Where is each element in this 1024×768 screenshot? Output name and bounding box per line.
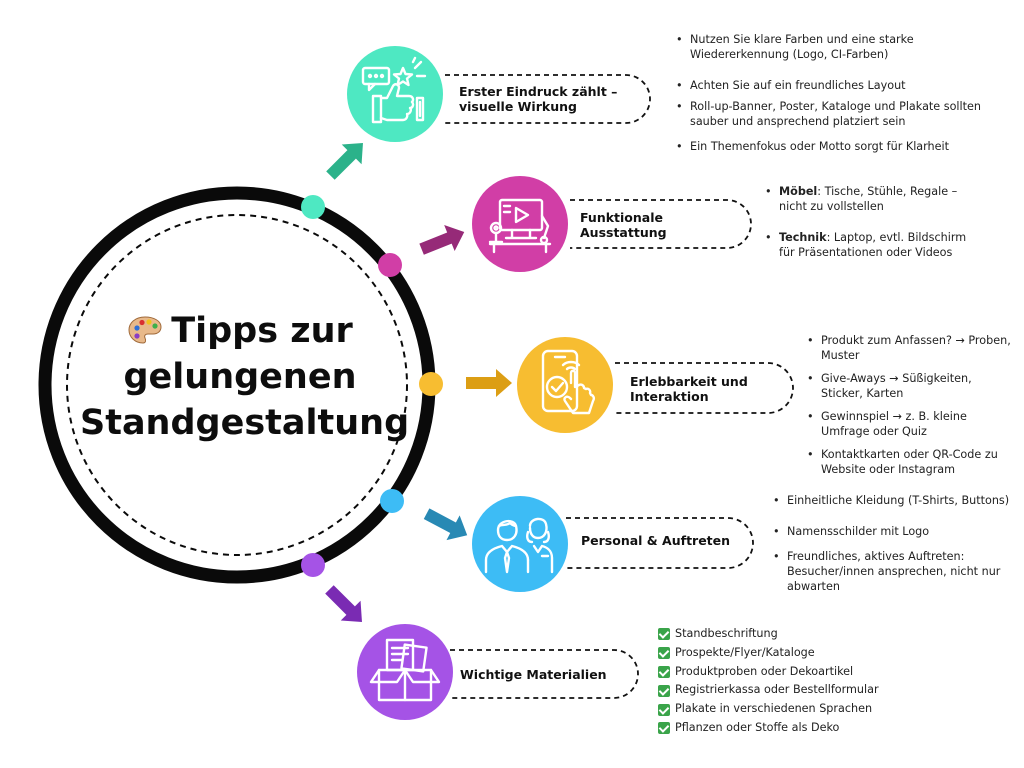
label-functional-equipment: Funktionale Ausstattung — [580, 210, 667, 240]
check-icon — [658, 665, 670, 678]
bullet-text: : Laptop, evtl. Bildschirm für Präsentat… — [779, 231, 967, 259]
dot-purple — [301, 553, 325, 577]
bullet-item: Gewinnspiel → z. B. kleine Umfrage oder … — [805, 409, 1015, 439]
bullet-text: : Tische, Stühle, Regale – nicht zu voll… — [779, 185, 958, 213]
palette-icon — [128, 316, 162, 344]
arrow-magenta — [419, 225, 465, 255]
check-icon — [658, 647, 670, 660]
checklist-item: Pflanzen oder Stoffe als Deko — [658, 719, 998, 738]
bullet-item: Ein Themenfokus oder Motto sorgt für Kla… — [674, 139, 1009, 154]
checklist-text: Pflanzen oder Stoffe als Deko — [675, 720, 840, 734]
check-icon — [658, 684, 670, 697]
title-line-3: Standgestaltung — [80, 403, 410, 443]
bullet-item: Kontaktkarten oder QR-Code zu Website od… — [805, 447, 1015, 477]
checklist-text: Produktproben oder Dekoartikel — [675, 664, 854, 678]
checklist-item: Registrierkassa oder Bestellformular — [658, 681, 998, 700]
materials-box-icon — [369, 638, 441, 702]
diagram-title: Tipps zur gelungenen Standgestaltung — [80, 308, 410, 446]
bullet-bold: Technik — [779, 231, 827, 244]
bullets-experience-interaction: Produkt zum Anfassen? → Proben, Muster G… — [805, 333, 1015, 489]
pill-yellow — [615, 362, 794, 414]
bullet-item: Nutzen Sie klare Farben und eine starke … — [674, 32, 1009, 62]
label-staff-appearance: Personal & Auftreten — [581, 533, 731, 548]
checklist-important-materials: Standbeschriftung Prospekte/Flyer/Katalo… — [658, 625, 998, 738]
bullets-visual-impact: Nutzen Sie klare Farben und eine starke … — [674, 32, 1009, 166]
dot-blue — [380, 489, 404, 513]
dot-magenta — [378, 253, 402, 277]
bullet-item: Produkt zum Anfassen? → Proben, Muster — [805, 333, 1015, 363]
checklist-text: Registrierkassa oder Bestellformular — [675, 683, 879, 697]
node-staff-appearance — [472, 496, 568, 592]
bullet-item: Technik: Laptop, evtl. Bildschirm für Pr… — [763, 230, 968, 260]
title-line-1: Tipps zur — [80, 308, 400, 354]
title-text-1: Tipps zur — [171, 311, 353, 351]
touch-phone-icon — [541, 349, 596, 415]
thumbs-up-feedback-icon — [361, 56, 427, 124]
pill-purple — [450, 649, 639, 699]
check-icon — [658, 628, 670, 641]
dot-teal — [301, 195, 325, 219]
label-visual-impact: Erster Eindruck zählt – visuelle Wirkung — [459, 84, 618, 114]
inner-dashed-ring — [66, 214, 408, 556]
pill-blue — [566, 517, 754, 569]
checklist-item: Prospekte/Flyer/Kataloge — [658, 644, 998, 663]
check-icon — [658, 722, 670, 735]
dot-yellow — [419, 372, 443, 396]
checklist-item: Plakate in verschiedenen Sprachen — [658, 700, 998, 719]
arrow-teal — [326, 143, 363, 180]
label-experience-interaction: Erlebbarkeit und Interaktion — [630, 374, 748, 404]
pill-teal — [445, 74, 651, 124]
bullet-item: Einheitliche Kleidung (T-Shirts, Buttons… — [771, 493, 1011, 508]
bullet-item: Roll-up-Banner, Poster, Kataloge und Pla… — [674, 99, 1009, 129]
bullet-item: Achten Sie auf ein freundliches Layout — [674, 78, 1009, 93]
title-line-2: gelungenen — [123, 357, 357, 397]
node-experience-interaction — [517, 337, 613, 433]
node-visual-impact — [347, 46, 443, 142]
checklist-text: Prospekte/Flyer/Kataloge — [675, 645, 815, 659]
bullet-bold: Möbel — [779, 185, 818, 198]
bullets-staff-appearance: Einheitliche Kleidung (T-Shirts, Buttons… — [771, 493, 1011, 606]
node-important-materials — [357, 624, 453, 720]
label-important-materials: Wichtige Materialien — [460, 667, 607, 682]
check-icon — [658, 703, 670, 716]
arrow-yellow — [466, 369, 512, 397]
checklist-text: Standbeschriftung — [675, 627, 778, 640]
checklist-text: Plakate in verschiedenen Sprachen — [675, 702, 873, 716]
pill-magenta — [570, 199, 752, 249]
bullet-item: Möbel: Tische, Stühle, Regale – nicht zu… — [763, 184, 968, 214]
checklist-item: Produktproben oder Dekoartikel — [658, 663, 998, 682]
bullets-functional-equipment: Möbel: Tische, Stühle, Regale – nicht zu… — [763, 184, 968, 272]
node-functional-equipment — [472, 176, 568, 272]
checklist-item: Standbeschriftung — [658, 625, 998, 644]
arrow-blue — [423, 508, 468, 541]
desk-computer-icon — [488, 198, 552, 254]
bullet-item: Give-Aways → Süßigkeiten, Sticker, Karte… — [805, 371, 1015, 401]
bullet-item: Namensschilder mit Logo — [771, 524, 1011, 539]
arrow-purple — [325, 585, 362, 622]
bullet-item: Freundliches, aktives Auftreten: Besuche… — [771, 549, 1011, 594]
staff-people-icon — [484, 517, 554, 574]
